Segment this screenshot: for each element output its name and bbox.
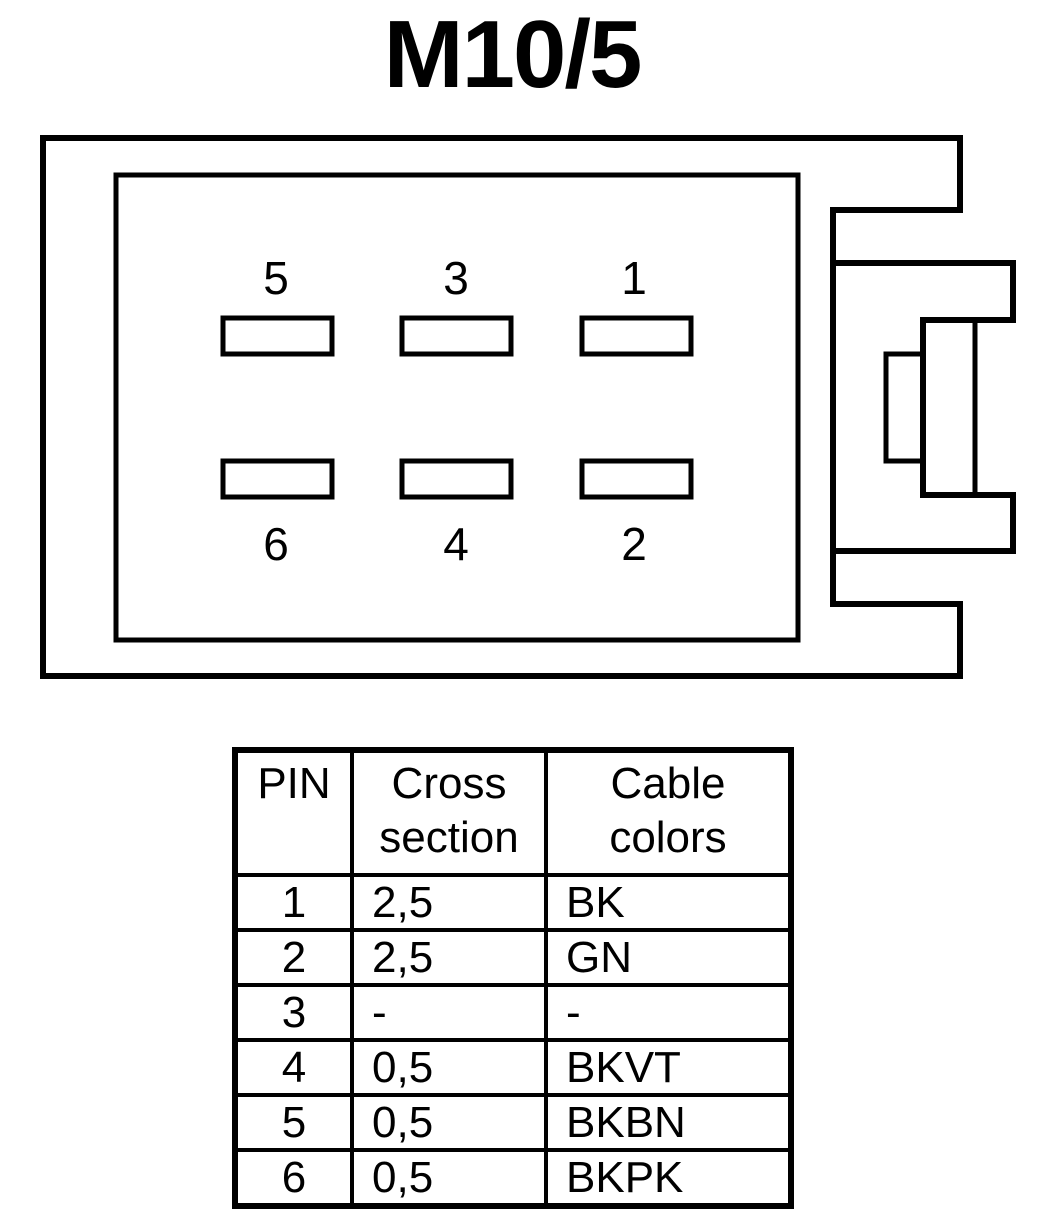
table-row: 5 0,5 BKBN [233,1093,793,1152]
table-row: 6 0,5 BKPK [233,1148,793,1208]
pin-3-contact [399,315,514,357]
header-pin: PIN [233,748,354,877]
cell-cross-section: 0,5 [350,1093,548,1152]
cell-pin: 5 [233,1093,354,1152]
header-cross-section: Cross section [350,748,548,877]
cell-cross-section: 2,5 [350,873,548,932]
pin-label-2: 2 [621,518,647,570]
header-cross-section-line-2: section [379,813,519,862]
pin-6-contact [220,458,335,500]
table-row: 4 0,5 BKVT [233,1038,793,1097]
header-cable-colors: Cable colors [544,748,793,877]
cell-cross-section: 2,5 [350,928,548,987]
cell-cross-section: 0,5 [350,1148,548,1208]
latch-inner [920,317,978,498]
table-row: 2 2,5 GN [233,928,793,987]
connector-housing [40,135,963,679]
pin-1-contact [579,315,694,357]
cell-cable-color: BKPK [544,1148,793,1208]
connector-face [113,172,801,643]
pin-assignment-table: PIN Cross section Cable colors 1 2,5 BK … [232,747,794,1209]
pin-label-4: 4 [443,518,469,570]
diagram-title: M10/5 [383,1,643,108]
cell-cable-color: BK [544,873,793,932]
cell-pin: 3 [233,983,354,1042]
cell-cross-section: 0,5 [350,1038,548,1097]
pin-2-contact [579,458,694,500]
cell-cable-color: - [544,983,793,1042]
pin-5-contact [220,315,335,357]
cell-cable-color: GN [544,928,793,987]
table-row: 1 2,5 BK [233,873,793,932]
cell-pin: 1 [233,873,354,932]
pin-label-1: 1 [621,252,647,304]
cell-pin: 6 [233,1148,354,1208]
table-row: 3 - - [233,983,793,1042]
cell-pin: 4 [233,1038,354,1097]
cell-pin: 2 [233,928,354,987]
latch-button [883,351,926,464]
cell-cable-color: BKVT [544,1038,793,1097]
header-cable-colors-line-1: Cable [610,759,726,808]
pin-label-5: 5 [263,252,289,304]
pin-label-6: 6 [263,518,289,570]
header-cable-colors-line-2: colors [609,813,727,862]
table-header-row: PIN Cross section Cable colors [233,748,793,877]
cell-cable-color: BKBN [544,1093,793,1152]
connector-diagram: 5 3 1 6 4 2 [40,135,1016,679]
pin-label-3: 3 [443,252,469,304]
pin-4-contact [399,458,514,500]
header-cross-section-line-1: Cross [391,759,507,808]
cell-cross-section: - [350,983,548,1042]
